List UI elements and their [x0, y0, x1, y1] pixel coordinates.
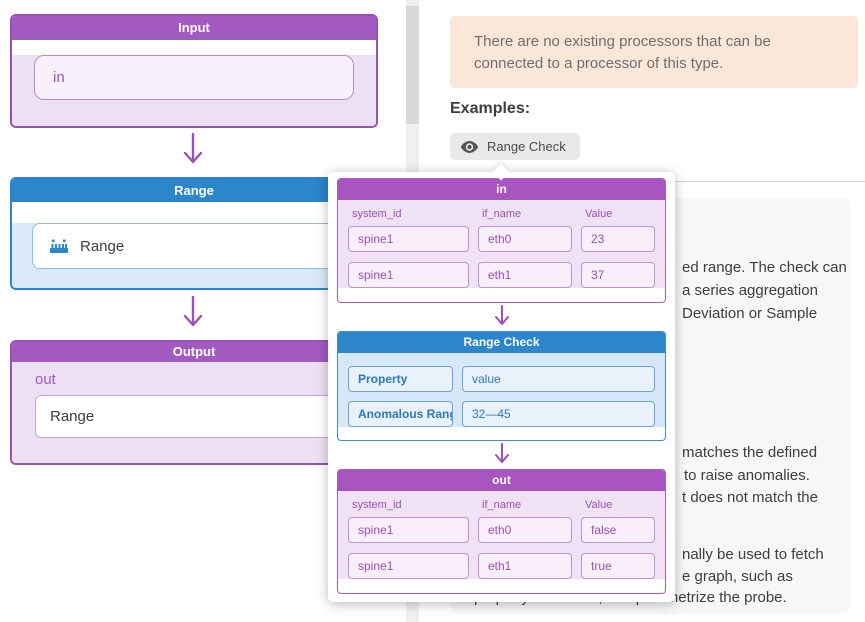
out-table-title: out [338, 470, 665, 491]
in-table-title: in [338, 179, 665, 200]
output-port-label: out [35, 371, 56, 388]
description-text: e graph, such as [682, 568, 793, 585]
input-node-body: in [12, 55, 376, 126]
description-text: ed range. The check can [682, 259, 847, 276]
table-cell: spine1 [348, 553, 469, 579]
eye-icon [461, 140, 478, 153]
column-header: if_name [482, 499, 522, 511]
flow-arrow-down-icon [494, 443, 509, 463]
column-header: system_id [352, 499, 402, 511]
table-cell: 23 [581, 226, 655, 252]
example-range-check-table: Range Check Property value Anomalous Ran… [337, 331, 666, 441]
column-header: Value [585, 208, 613, 220]
table-row: Property value [348, 366, 655, 392]
description-text: t does not match the [682, 489, 818, 506]
table-row: spine1 eth0 false [348, 517, 655, 543]
table-cell: 32—45 [462, 401, 655, 427]
table-cell: false [581, 517, 655, 543]
table-row: Anomalous Range 32—45 [348, 401, 655, 427]
no-processors-alert: There are no existing processors that ca… [450, 16, 858, 88]
input-processor-node[interactable]: Input in [10, 14, 378, 128]
flow-arrow-down-icon [183, 296, 203, 327]
description-text: matches the defined [682, 444, 818, 461]
flow-arrow-down-icon [494, 305, 509, 325]
range-processor-node[interactable]: Range Range [10, 177, 378, 290]
table-cell: eth0 [478, 517, 572, 543]
description-text: nally be used to fetch [682, 546, 824, 563]
column-header: Value [585, 499, 613, 511]
table-cell: eth1 [478, 553, 572, 579]
column-header: system_id [352, 208, 402, 220]
range-check-example-popup: in system_id if_name Value spine1 eth0 2… [328, 163, 675, 602]
table-cell: spine1 [348, 262, 469, 288]
examples-heading: Examples: [450, 100, 531, 117]
table-cell: true [581, 553, 655, 579]
table-row: spine1 eth1 true [348, 553, 655, 579]
description-text: a series aggregation [682, 282, 818, 299]
table-cell: eth0 [478, 226, 572, 252]
range-check-table-title: Range Check [338, 332, 665, 353]
output-node-title: Output [12, 342, 376, 362]
description-text: Deviation or Sample [682, 305, 818, 322]
table-row: spine1 eth1 37 [348, 262, 655, 288]
flow-arrow-down-icon [183, 133, 203, 164]
table-cell: spine1 [348, 226, 469, 252]
input-port-in[interactable]: in [34, 55, 354, 100]
table-cell: eth1 [478, 262, 572, 288]
range-processor-item[interactable]: Range [32, 223, 354, 269]
range-item-label: Range [80, 237, 125, 255]
table-cell: Property [348, 366, 453, 392]
input-node-title: Input [12, 16, 376, 40]
table-cell: Anomalous Range [348, 401, 453, 427]
range-node-title: Range [12, 179, 376, 202]
range-node-body: Range [12, 223, 376, 288]
table-row: spine1 eth0 23 [348, 226, 655, 252]
table-cell: 37 [581, 262, 655, 288]
table-cell: spine1 [348, 517, 469, 543]
example-in-table: in system_id if_name Value spine1 eth0 2… [337, 178, 666, 303]
output-value-box[interactable]: Range [35, 395, 365, 438]
range-icon [50, 239, 68, 253]
range-check-example-label: Range Check [487, 139, 566, 154]
output-processor-node[interactable]: Output out Range [10, 340, 378, 465]
description-text: to raise anomalies. [684, 467, 810, 484]
left-panel-scrollbar-thumb[interactable] [406, 6, 419, 124]
range-check-example-button[interactable]: Range Check [450, 133, 580, 160]
column-header: if_name [482, 208, 522, 220]
output-node-body: out Range [12, 362, 376, 463]
example-out-table: out system_id if_name Value spine1 eth0 … [337, 469, 666, 594]
table-cell: value [462, 366, 655, 392]
